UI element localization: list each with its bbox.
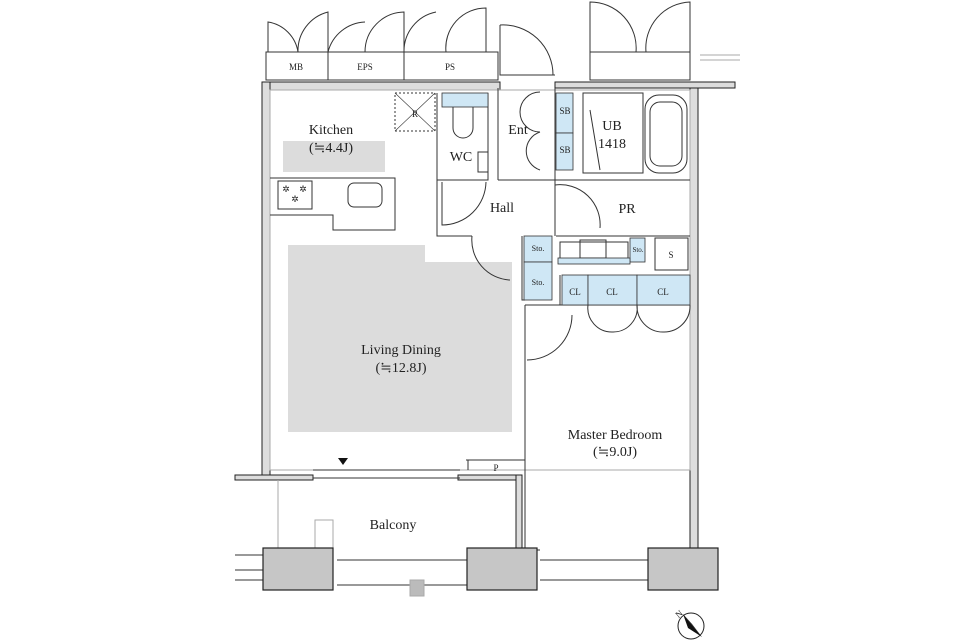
master-bedroom-label: Master Bedroom: [568, 428, 663, 443]
closet-1-label: CL: [569, 287, 581, 297]
powder-room-label: PR: [618, 202, 636, 217]
burner-icon: ✲: [299, 184, 307, 194]
label-eps: EPS: [357, 62, 373, 72]
shoe-box-2-label: SB: [559, 145, 570, 155]
fixtures: ✲ ✲ ✲: [270, 91, 691, 465]
sink-label: S: [668, 250, 673, 260]
storage-3-label: Sto.: [632, 246, 643, 254]
compass-icon: N: [673, 608, 705, 640]
unit-bath-label: UB: [602, 119, 621, 134]
kitchen-area: [283, 141, 385, 172]
living-dining-label: Living Dining: [361, 343, 441, 358]
hall-label: Hall: [490, 201, 514, 216]
closet-2-label: CL: [606, 287, 618, 297]
kitchen-area-label: (≒4.4J): [309, 141, 353, 156]
storage-1: [523, 235, 553, 263]
closet-3: [636, 274, 691, 306]
closet-2: [587, 274, 638, 306]
entrance-marker-icon: [338, 458, 348, 465]
storage-2-label: Sto.: [532, 278, 545, 287]
closet-1: [561, 274, 589, 306]
label-ps: PS: [445, 62, 455, 72]
storage-1-label: Sto.: [532, 244, 545, 253]
entrance-label: Ent: [508, 123, 528, 138]
storage-3: [629, 237, 646, 263]
pipe-label: P: [493, 463, 498, 473]
balcony-label: Balcony: [370, 518, 417, 533]
living-dining-area: [288, 245, 512, 432]
shafts: [265, 1, 740, 81]
wc-label: WC: [450, 150, 473, 165]
wc-storage: [441, 92, 489, 108]
shoe-box-2: [555, 132, 574, 171]
closet-3-label: CL: [657, 287, 669, 297]
burner-icon: ✲: [282, 184, 290, 194]
master-bedroom-area-label: (≒9.0J): [593, 445, 637, 460]
refrigerator-label: R: [412, 109, 418, 119]
kitchen-label: Kitchen: [309, 123, 353, 138]
unit-bath-size: 1418: [598, 137, 626, 152]
storage-2: [523, 261, 553, 301]
pr-counter-storage: [557, 257, 631, 265]
pillar: [262, 547, 334, 591]
living-dining-area-label: (≒12.8J): [375, 361, 426, 376]
burner-icon: ✲: [291, 194, 299, 204]
shoe-box-1-label: SB: [559, 106, 570, 116]
pillar: [647, 547, 719, 591]
walls: [234, 81, 736, 597]
label-mb: MB: [289, 62, 303, 72]
compass-north-label: N: [673, 608, 685, 620]
pillar: [466, 547, 538, 591]
